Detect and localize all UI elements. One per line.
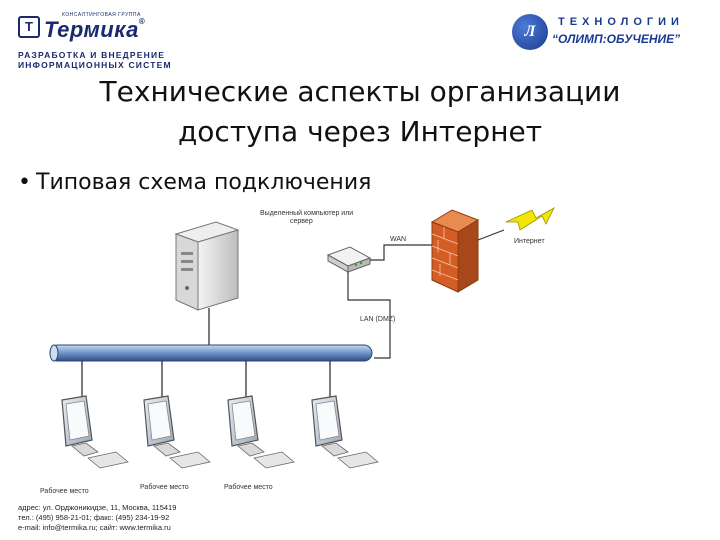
termika-logo: T КОНСАЛТИНГОВАЯ ГРУППА Термика® РАЗРАБО… xyxy=(18,10,188,70)
network-diagram-graphic xyxy=(49,207,555,469)
server-label: Выделенный компьютер или сервер xyxy=(260,210,354,225)
lan-label: LAN (DMZ) xyxy=(360,316,396,323)
footer-email: e-mail: info@termika.ru; сайт: www.termi… xyxy=(18,523,171,532)
bullet-icon: • xyxy=(18,170,31,195)
termika-name: Термика® xyxy=(44,17,146,42)
termika-group-text: КОНСАЛТИНГОВАЯ ГРУППА xyxy=(62,12,141,18)
wan-label: WAN xyxy=(390,236,407,243)
olimp-logo: Л ТЕХНОЛОГИИ “ОЛИМП:ОБУЧЕНИЕ” xyxy=(512,12,702,54)
internet-lightning-icon xyxy=(505,207,555,231)
internet-label: Интернет xyxy=(514,238,545,245)
footer-phone: тел.: (495) 958-21-01; факс: (495) 234-1… xyxy=(18,513,170,522)
footer-contacts: адрес: ул. Орджоникидзе, 11, Москва, 115… xyxy=(18,503,176,533)
bullet-item: •Типовая схема подключения xyxy=(18,170,371,195)
workstation-label-1: Рабочее место xyxy=(40,488,89,495)
olimp-bottom-text: “ОЛИМП:ОБУЧЕНИЕ” xyxy=(552,32,681,46)
lan-bus xyxy=(49,344,373,362)
workstation-icon-2 xyxy=(143,395,211,469)
termika-tagline: РАЗРАБОТКА И ВНЕДРЕНИЕ ИНФОРМАЦИОННЫХ СИ… xyxy=(18,50,172,70)
workstation-label-2: Рабочее место xyxy=(140,484,189,491)
olimp-mark-icon: Л xyxy=(512,14,548,50)
title-line-1: Технические аспекты организации xyxy=(99,75,621,108)
workstation-label-3: Рабочее место xyxy=(224,484,273,491)
server-icon xyxy=(174,221,240,311)
firewall-icon xyxy=(430,209,480,293)
bullet-text: Типовая схема подключения xyxy=(36,170,372,195)
workstation-icon-1 xyxy=(61,395,129,469)
title-line-2: доступа через Интернет xyxy=(177,115,543,148)
network-diagram: Выделенный компьютер или сервер WAN Инте… xyxy=(34,200,586,500)
olimp-top-text: ТЕХНОЛОГИИ xyxy=(558,16,684,28)
slide-title: Технические аспекты организации доступа … xyxy=(60,72,660,152)
workstation-icon-3 xyxy=(227,395,295,469)
termika-mark-icon: T xyxy=(18,16,40,38)
workstation-icon-4 xyxy=(311,395,379,469)
router-icon xyxy=(326,246,372,273)
footer-address: адрес: ул. Орджоникидзе, 11, Москва, 115… xyxy=(18,503,177,512)
